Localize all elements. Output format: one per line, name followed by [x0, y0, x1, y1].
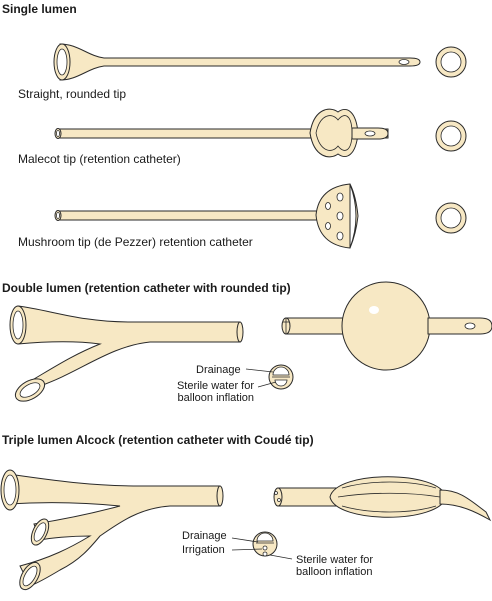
straight-cross-section	[435, 46, 467, 78]
triple-lumen-balloon	[273, 476, 492, 522]
malecot-tip-caption: Malecot tip (retention catheter)	[18, 152, 181, 166]
triple-lumen-heading: Triple lumen Alcock (retention catheter …	[2, 433, 314, 447]
straight-tip-caption: Straight, rounded tip	[18, 87, 127, 101]
mushroom-tip-caption: Mushroom tip (de Pezzer) retention cathe…	[18, 235, 253, 249]
mushroom-cross-section	[435, 202, 467, 234]
straight-tip-catheter	[53, 43, 421, 81]
malecot-tip-catheter	[54, 108, 389, 158]
triple-irrigation-label: Irrigation	[182, 544, 225, 556]
double-drainage-label: Drainage	[196, 364, 241, 376]
triple-lumen-catheter	[0, 469, 224, 591]
malecot-cross-section	[435, 120, 467, 152]
triple-lumen-cross-section	[231, 531, 293, 560]
double-lumen-heading: Double lumen (retention catheter with ro…	[2, 281, 291, 295]
mushroom-tip-catheter	[54, 183, 359, 249]
double-sterile-water-label: Sterile water for balloon inflation	[176, 380, 254, 404]
double-lumen-catheter	[9, 305, 244, 402]
triple-drainage-label: Drainage	[182, 530, 227, 542]
single-lumen-heading: Single lumen	[2, 2, 77, 16]
double-lumen-cross-section	[245, 364, 294, 390]
double-lumen-balloon	[281, 281, 492, 371]
triple-sterile-water-label: Sterile water for balloon inflation	[296, 554, 374, 578]
